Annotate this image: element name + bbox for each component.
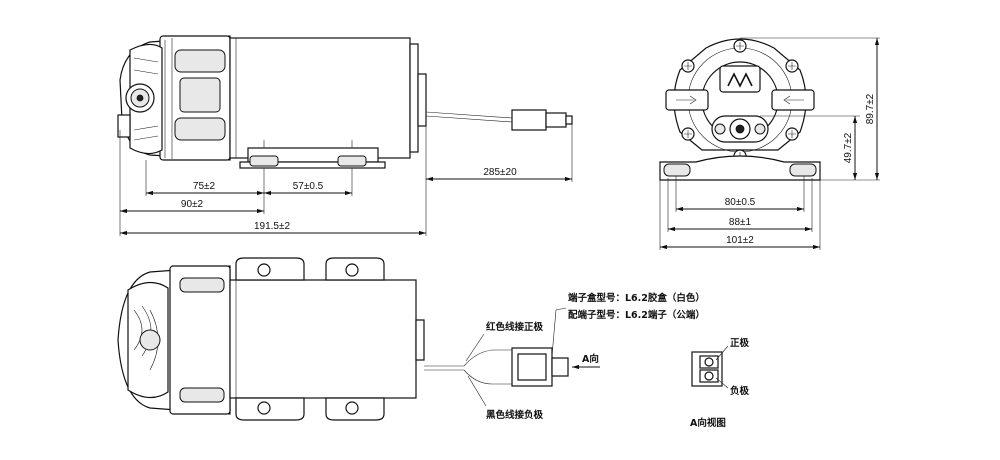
dim-label-285: 285±20: [483, 167, 517, 178]
top-cable: [424, 347, 569, 387]
cable-connector: [425, 109, 573, 131]
dim-label-88: 88±1: [729, 217, 752, 228]
negative-label: 负极: [730, 385, 750, 397]
dim-label-89: 89.7±2: [865, 93, 876, 124]
direction-a-label: A向: [582, 353, 599, 365]
dim-label-101: 101±2: [726, 235, 754, 246]
front-base: [659, 155, 821, 181]
terminal-box-label: 端子盒型号：L6.2胶盒（白色）: [568, 292, 705, 304]
black-wire-leader: [467, 375, 487, 407]
terminal-leader: [551, 307, 567, 357]
front-extension-lines: [659, 37, 880, 250]
top-mount-feet: [235, 257, 385, 421]
front-view: 80±0.5 88±1 101±2 49.7±2 89.7±2: [659, 37, 880, 250]
terminal-pin-label: 配端子型号：L6.2端子（公端）: [568, 309, 705, 321]
top-view: 红色线接正极 黑色线接负极 端子盒型号：L6.2胶盒（白色） 配端子型号：L6.…: [117, 257, 705, 421]
dim-label-75: 75±2: [193, 181, 216, 192]
black-wire-label: 黑色线接负极: [486, 409, 544, 421]
dim-label-90: 90±2: [181, 199, 204, 210]
dim-label-49: 49.7±2: [843, 132, 854, 163]
top-pump-head: [117, 265, 231, 415]
view-a: 正极 负极 A向视图: [690, 337, 750, 429]
pump-head: [117, 35, 231, 161]
top-motor-body: [229, 279, 425, 399]
dim-label-80: 80±0.5: [725, 197, 756, 208]
brand-logo-icon: [727, 72, 753, 88]
side-view: 75±2 57±0.5 285±20 90±2 191.5±2: [117, 35, 573, 236]
red-wire-label: 红色线接正极: [486, 321, 544, 333]
view-a-title: A向视图: [690, 417, 726, 429]
dim-label-191: 191.5±2: [254, 221, 291, 232]
dim-label-57: 57±0.5: [293, 181, 324, 192]
base-plate: [239, 140, 386, 169]
motor-body: [229, 37, 427, 159]
red-wire-leader: [465, 333, 485, 362]
positive-label: 正极: [730, 337, 750, 349]
